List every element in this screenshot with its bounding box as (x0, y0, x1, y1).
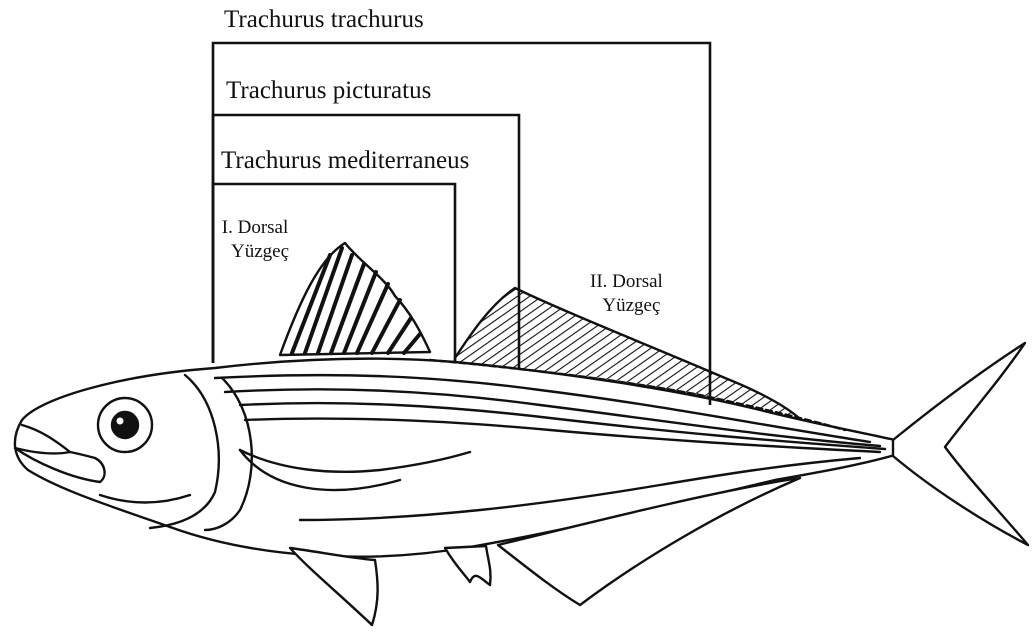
anal-spines (445, 546, 491, 585)
first-dorsal-fin (280, 243, 430, 355)
first-dorsal-fin-rays (292, 248, 420, 353)
label-second-dorsal-fin: II. Dorsal Yüzgeç (590, 270, 663, 318)
tail-fin (893, 343, 1028, 545)
pelvic-fin (290, 548, 378, 625)
label-first-dorsal-fin: I. Dorsal Yüzgeç (221, 216, 289, 264)
label-trachurus-mediterraneus: Trachurus mediterraneus (221, 147, 469, 175)
label-trachurus-trachurus: Trachurus trachurus (224, 6, 424, 34)
label-trachurus-picturatus: Trachurus picturatus (226, 77, 431, 105)
fish-body (15, 359, 899, 557)
